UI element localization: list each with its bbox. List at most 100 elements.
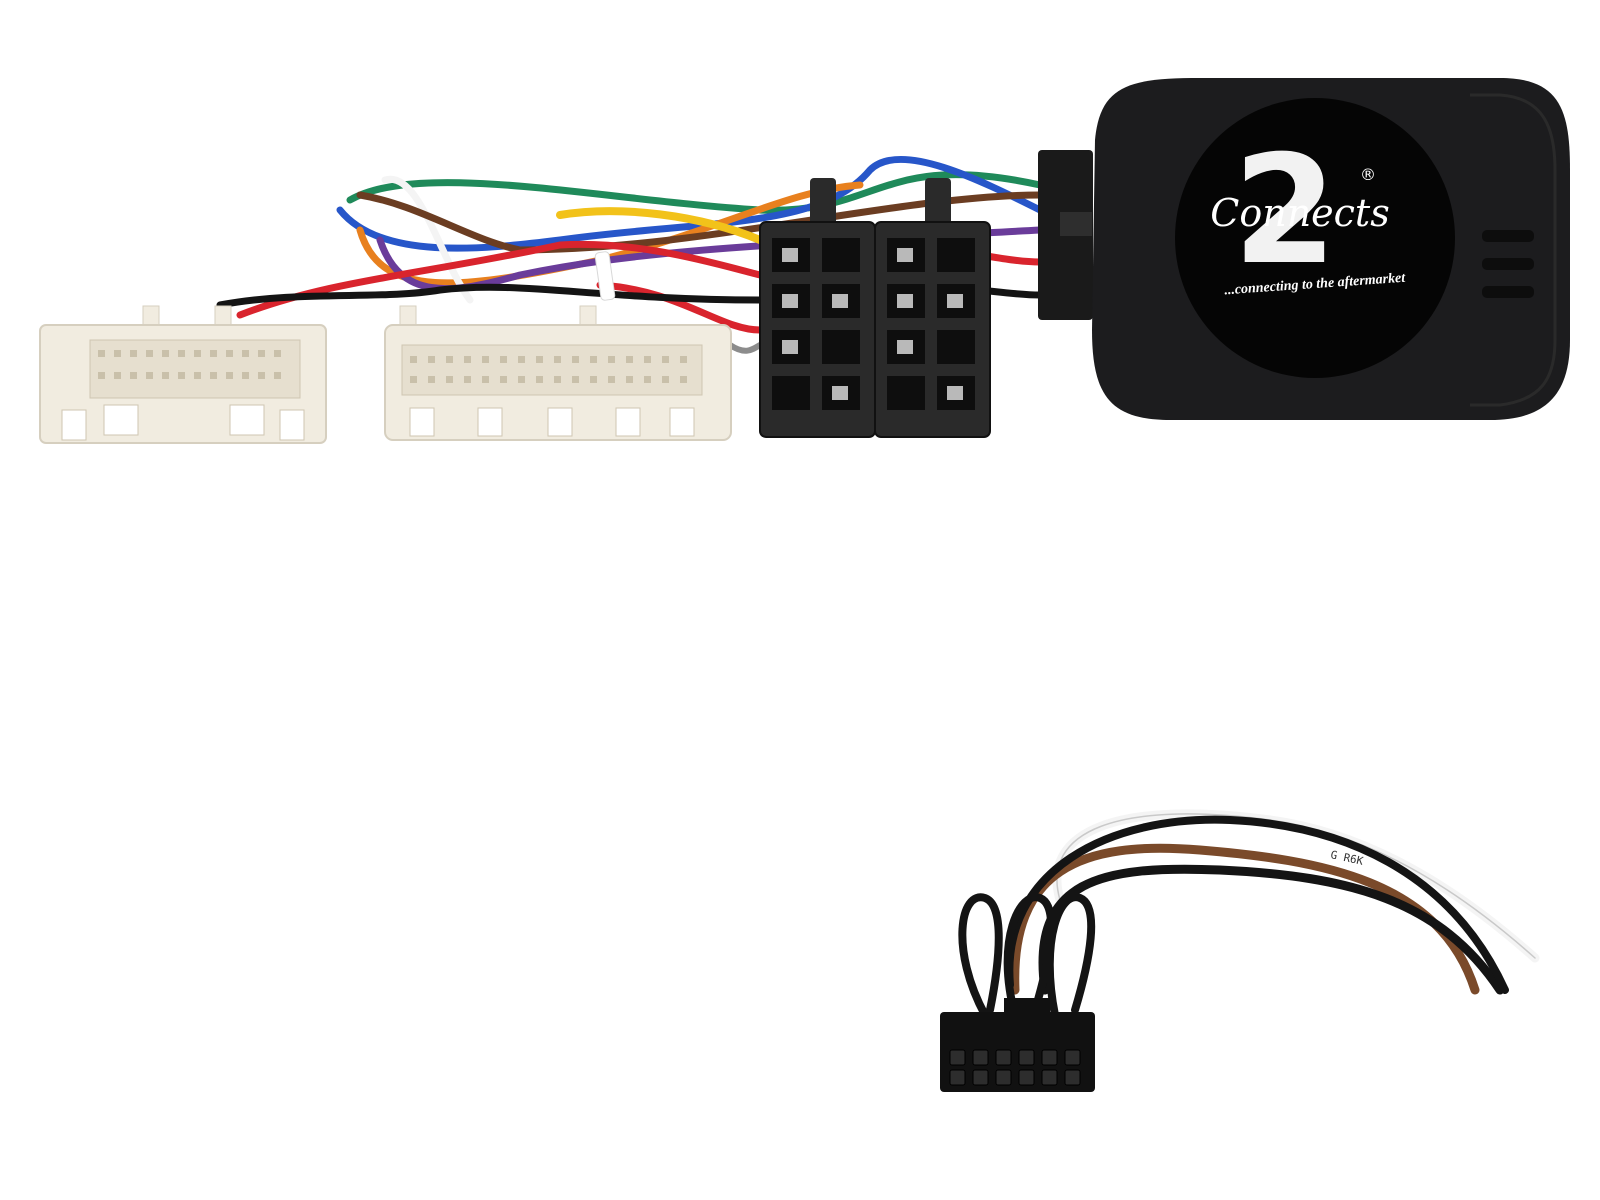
vehicle-connector-small [39,305,327,444]
lead-loop-1 [958,893,1003,1019]
pin [1041,1069,1058,1086]
pin [98,372,105,379]
pin [608,356,615,363]
iso-terminal [832,294,848,308]
pin [178,372,185,379]
pin [554,376,561,383]
pin [626,356,633,363]
interface-box: 2 Connects ® ...connecting to the afterm… [1038,78,1570,420]
pin [162,372,169,379]
pin [98,350,105,357]
pin [242,372,249,379]
patch-connector-pins [949,1049,1081,1086]
connector-pins [98,350,281,379]
pin [274,350,281,357]
wire-white [381,175,474,304]
pin [130,372,137,379]
iso-terminal [897,294,913,308]
pin [500,376,507,383]
pin [146,350,153,357]
wire-grey [727,342,763,354]
iso-terminal [947,294,963,308]
wire-red [236,240,764,319]
pin [995,1069,1012,1086]
iso-terminal [782,294,798,308]
pin [572,356,579,363]
iso-cell [822,330,860,364]
iso-connector-left [759,178,876,438]
pin [626,376,633,383]
pin [1064,1049,1081,1066]
pin [500,356,507,363]
iso-terminal [897,340,913,354]
pin [258,350,265,357]
pin [644,376,651,383]
vehicle-connector-large [384,305,732,441]
pin [130,350,137,357]
pin [680,376,687,383]
pin [554,356,561,363]
patch-lead: G R6K [940,809,1540,1092]
pin [1064,1069,1081,1086]
pin [662,356,669,363]
pin [464,376,471,383]
pin [518,376,525,383]
pin [428,356,435,363]
connector-pins [410,356,687,383]
pin [210,350,217,357]
pin [1018,1049,1035,1066]
iso-cell [887,376,925,410]
pin [410,376,417,383]
pin [644,356,651,363]
pin [518,356,525,363]
pin [572,376,579,383]
registered-mark: ® [1360,165,1376,184]
pin [258,372,265,379]
pin [428,376,435,383]
pin [162,350,169,357]
pin [972,1049,989,1066]
pin [1041,1049,1058,1066]
pin [590,356,597,363]
pin [226,372,233,379]
iso-cell [937,238,975,272]
pin [178,350,185,357]
cable-tie [594,251,616,301]
iso-cell [937,330,975,364]
iso-terminal [947,386,963,400]
pin [949,1069,966,1086]
pin [146,372,153,379]
pin [1018,1069,1035,1086]
pin [680,356,687,363]
pin [608,376,615,383]
wire-yellow [556,207,764,244]
brand-numeral: 2 [1233,124,1337,298]
iso-cell [822,238,860,272]
pin [482,376,489,383]
pin [446,356,453,363]
pin [114,372,121,379]
pin [464,356,471,363]
pin [662,376,669,383]
pin [210,372,217,379]
iso-cell [772,376,810,410]
wire-black [216,283,764,309]
iso-terminal [897,248,913,262]
pin [410,356,417,363]
pin [194,350,201,357]
pin [242,350,249,357]
iso-connector-right [874,178,991,438]
iso-terminal [832,386,848,400]
iso-terminal [782,248,798,262]
iso-terminal [782,340,798,354]
pin [536,356,543,363]
brand-text: Connects [1210,191,1389,235]
pin [995,1049,1012,1066]
pin [194,372,201,379]
wire-red-2 [596,281,764,334]
lead-loop-3 [1045,893,1096,1019]
brand-badge [1175,98,1455,378]
pin [482,356,489,363]
pin [536,376,543,383]
